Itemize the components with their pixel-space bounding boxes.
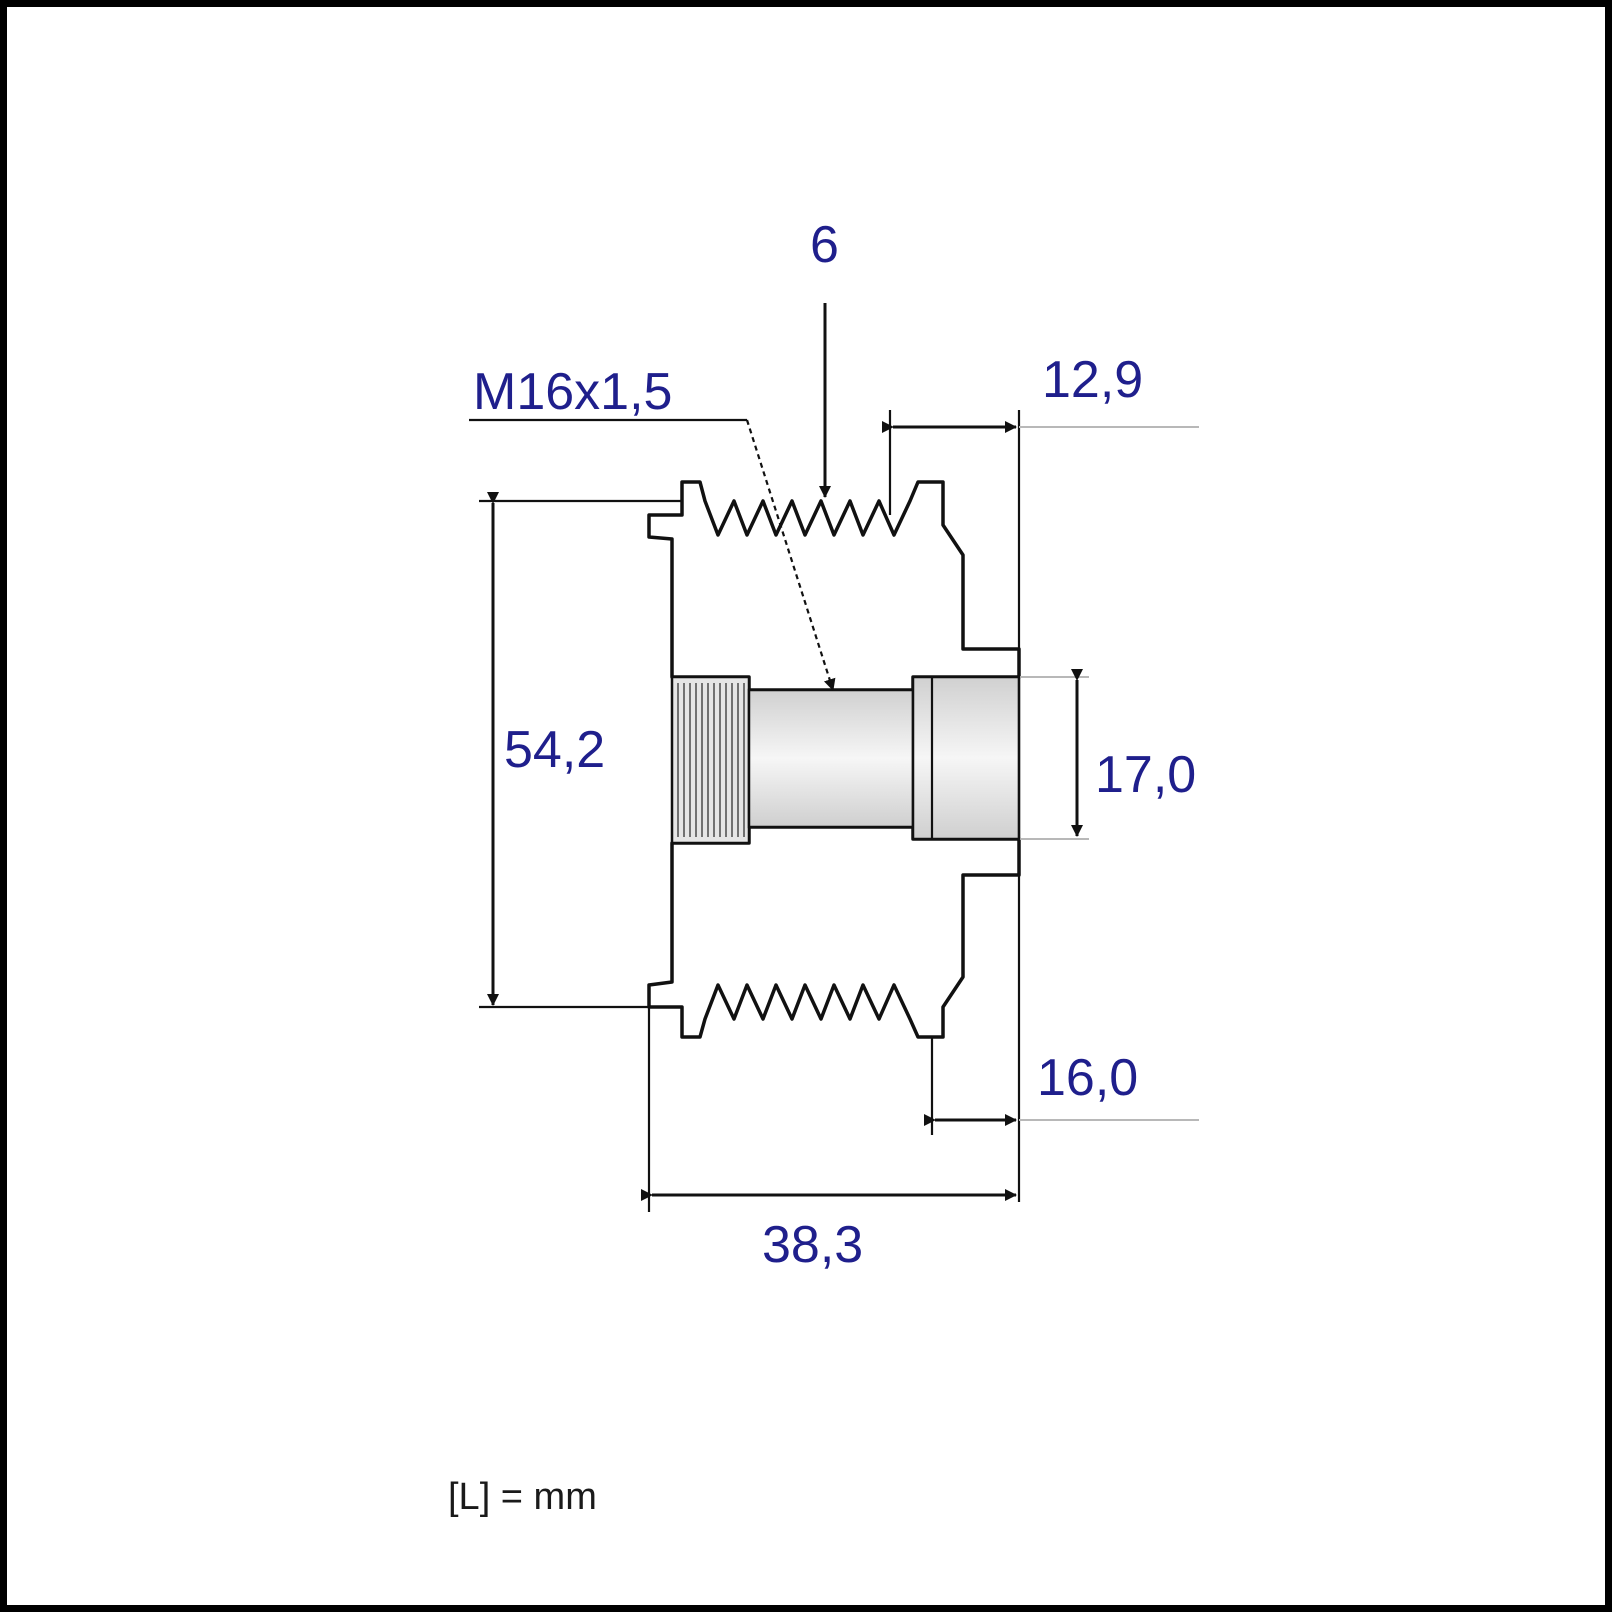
pulley-section-upper [647,480,1021,692]
dimension-hub-length: 12,9 [882,351,1199,1202]
spline-area [670,675,751,845]
threaded-bore [747,688,915,829]
callout-ribs: 6 [810,216,839,498]
callout-thread: M16x1,5 [469,363,836,691]
drawing-frame: 54,2 17,0 12,9 16,0 38,3 6 M16x1,5 [7,7,1605,1605]
total-length-label: 38,3 [762,1216,863,1274]
rear-length-label: 16,0 [1037,1049,1138,1107]
dimension-total-length: 38,3 [641,997,1017,1274]
pulley-technical-drawing: 54,2 17,0 12,9 16,0 38,3 6 M16x1,5 [448,216,1199,1518]
spline-teeth [677,683,745,837]
thread-label: M16x1,5 [473,363,672,421]
pulley-section-lower [647,825,1021,1039]
outer-diameter-label: 54,2 [504,721,605,779]
dimension-rear-length: 16,0 [924,1037,1199,1135]
unit-note: [L] = mm [448,1476,597,1518]
bore-diameter-label: 17,0 [1095,746,1196,804]
counterbore [911,675,1021,841]
ribs-label: 6 [810,216,839,274]
hub-length-label: 12,9 [1042,351,1143,409]
dimension-outer-diameter: 54,2 [479,492,682,1009]
dimension-bore-diameter: 17,0 [1019,669,1196,840]
